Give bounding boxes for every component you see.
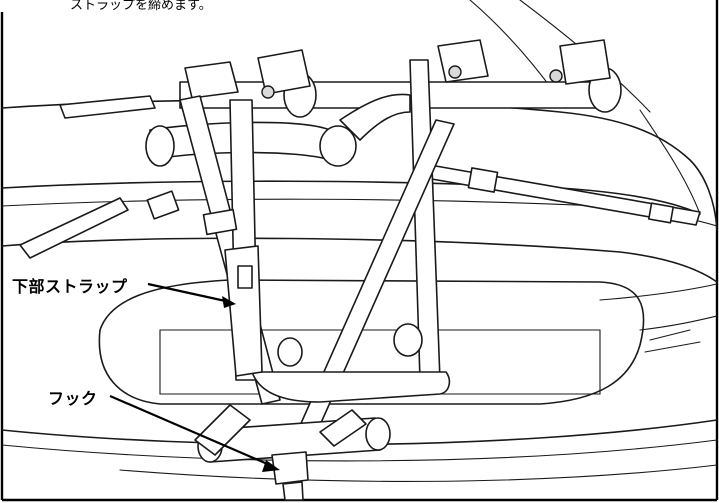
callout-lower-strap: 下部ストラップ bbox=[12, 277, 128, 296]
callout-hook: フック bbox=[48, 389, 98, 408]
lower-bar bbox=[194, 404, 391, 501]
callout-arrows bbox=[109, 282, 280, 472]
cradles bbox=[184, 39, 611, 99]
rack-frame bbox=[179, 59, 455, 471]
caption-text: ストラップを締めます。 bbox=[70, 0, 212, 13]
side-straps bbox=[19, 95, 701, 259]
